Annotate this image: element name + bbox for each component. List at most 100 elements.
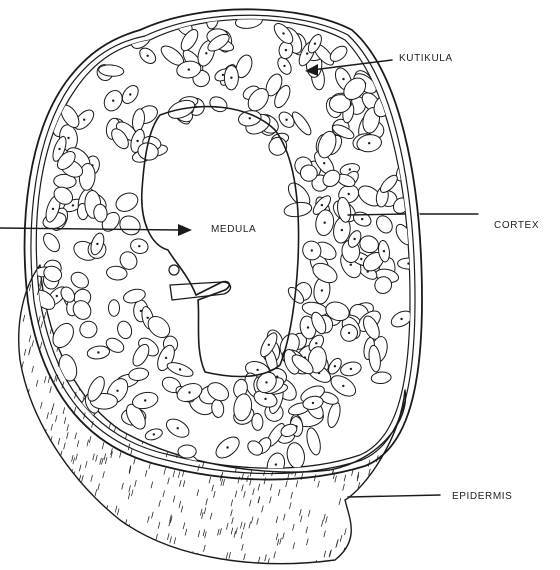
epidermis-hatch-mark [224,430,226,436]
epidermis-hatch-mark [377,566,379,570]
epidermis-hatch-mark [243,304,245,310]
epidermis-hatch-mark [158,388,160,394]
cell-nucleus [264,398,266,400]
epidermis-hatch-mark [405,329,407,335]
epidermis-label: EPIDERMIS [452,491,512,502]
epidermis-hatch-mark [165,438,167,444]
epidermis-hatch-mark [394,402,396,408]
epidermis-hatch-mark [183,481,185,487]
epidermis-hatch-mark [28,521,30,527]
epidermis-hatch-mark [262,506,264,512]
epidermis-hatch-mark [115,523,117,529]
epidermis-hatch-mark [125,305,127,311]
epidermis-hatch-mark [372,283,374,289]
epidermis-hatch-mark [207,380,209,386]
epidermis-hatch-mark [316,455,318,461]
epidermis-hatch-mark [235,491,237,497]
epidermis-hatch-mark [206,276,208,282]
epidermis-hatch-mark [188,308,190,314]
epidermis-hatch-mark [267,303,269,309]
epidermis-hatch-mark [190,302,192,308]
epidermis-hatch-mark [127,544,129,550]
epidermis-hatch-mark [154,566,156,570]
epidermis-hatch-mark [115,506,117,512]
epidermis-hatch-mark [17,502,19,508]
epidermis-hatch-mark [34,443,36,449]
epidermis-hatch-mark [209,269,211,275]
cell-nucleus [285,49,287,51]
epidermis-hatch-mark [91,278,93,284]
epidermis-hatch-mark [15,522,17,528]
epidermis-hatch-mark [280,538,282,544]
epidermis-hatch-mark [270,497,272,503]
epidermis-hatch-mark [163,491,165,497]
epidermis-hatch-mark [198,531,200,537]
epidermis-hatch-mark [193,267,195,273]
epidermis-hatch-mark [232,518,234,524]
epidermis-hatch-mark [100,540,102,546]
epidermis-hatch-mark [55,376,57,382]
epidermis-hatch-mark [31,450,33,456]
epidermis-hatch-mark [154,386,156,392]
epidermis-hatch-mark [209,477,211,483]
epidermis-hatch-mark [186,416,188,422]
epidermis-hatch-mark [41,322,43,328]
epidermis-hatch-mark [339,499,341,505]
epidermis-hatch-mark [182,300,184,306]
epidermis-hatch-mark [17,364,19,370]
epidermis-hatch-mark [159,400,161,406]
epidermis-hatch-mark [371,544,373,550]
cell-nucleus [312,402,314,404]
epidermis-hatch-mark [204,545,206,551]
epidermis-hatch-mark [408,369,410,375]
epidermis-hatch-mark [17,279,19,285]
epidermis-hatch-mark [87,508,89,514]
epidermis-hatch-mark [72,486,74,492]
epidermis-hatch-mark [196,342,198,348]
epidermis-hatch-mark [100,311,102,317]
epidermis-hatch-mark [210,337,212,343]
epidermis-hatch-mark [33,266,35,272]
epidermis-hatch-mark [23,486,25,492]
epidermis-hatch-mark [274,304,276,310]
cell-nucleus [341,229,343,231]
epidermis-hatch-mark [345,346,347,352]
epidermis-hatch-mark [93,454,95,460]
epidermis-hatch-mark [398,373,400,379]
epidermis-hatch-mark [64,270,66,276]
epidermis-hatch-mark [119,536,121,542]
epidermis-hatch-mark [324,531,326,537]
epidermis-hatch-mark [158,297,160,303]
epidermis-hatch-mark [242,544,244,550]
cell-nucleus [315,342,317,344]
epidermis-hatch-mark [288,261,290,267]
epidermis-hatch-mark [82,532,84,538]
epidermis-hatch-mark [401,269,403,275]
epidermis-hatch-mark [276,534,278,540]
epidermis-hatch-mark [195,561,197,567]
epidermis-hatch-mark [204,308,206,314]
epidermis-hatch-mark [262,324,264,330]
epidermis-hatch-mark [142,281,144,287]
epidermis-hatch-mark [64,443,65,449]
epidermis-hatch-mark [89,437,91,443]
epidermis-hatch-mark [144,541,146,547]
epidermis-hatch-mark [277,539,279,545]
epidermis-hatch-mark [349,289,351,295]
epidermis-hatch-mark [14,357,16,363]
epidermis-hatch-mark [63,408,65,414]
epidermis-hatch-mark [24,437,26,443]
epidermis-hatch-mark [266,285,268,291]
epidermis-hatch-mark [36,380,38,386]
epidermis-hatch-mark [234,293,236,299]
epidermis-hatch-mark [258,461,260,467]
epidermis-hatch-mark [331,344,333,350]
cell-nucleus [306,52,308,54]
epidermis-hatch-mark [54,488,56,494]
epidermis-hatch-mark [231,314,233,320]
epidermis-hatch-mark [179,502,181,508]
epidermis-hatch-mark [396,340,398,346]
cortex-cell [113,189,141,214]
cell-nucleus [314,43,316,45]
epidermis-hatch-mark [245,277,247,283]
